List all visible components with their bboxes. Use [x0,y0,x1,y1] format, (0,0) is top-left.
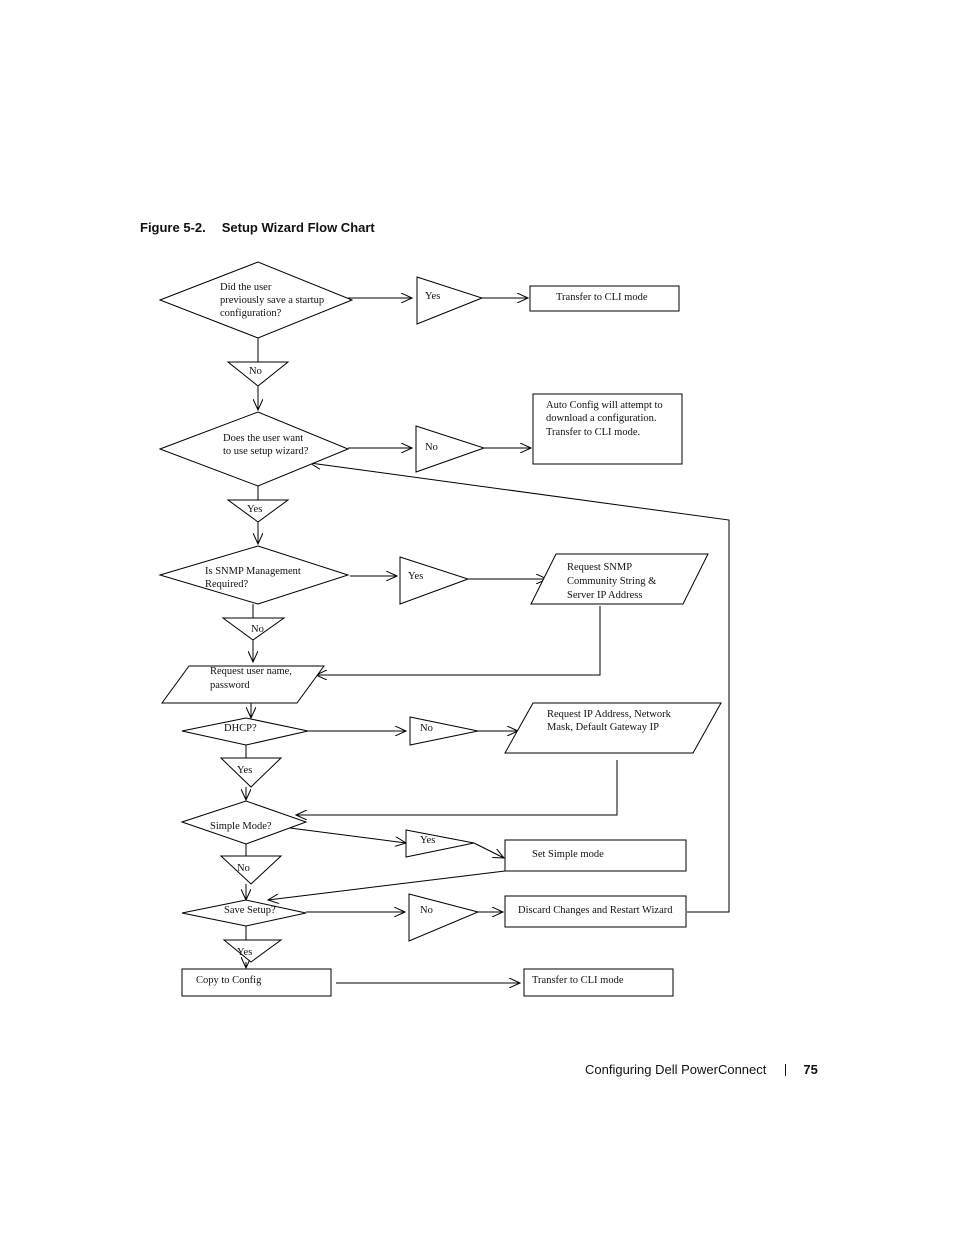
io-label-line: Request IP Address, Network [547,709,672,720]
branch-yes-simple-mode: Yes [405,829,475,858]
branch-label: No [251,624,264,635]
io-label-line: Server IP Address [567,590,642,601]
decision-label-line: Does the user want [223,433,303,444]
connector [310,463,730,913]
process-auto-config: Auto Config will attempt to download a c… [532,393,683,465]
decision-label-line: DHCP? [224,723,257,734]
process-label-line: Transfer to CLI mode [556,292,648,303]
branch-label: No [420,723,433,734]
branch-yes-previous-config: Yes [416,276,484,325]
io-label-line: Mask, Default Gateway IP [547,722,659,733]
io-label-line: Request SNMP [567,562,632,573]
figure-title: Setup Wizard Flow Chart [221,220,375,235]
decision-dhcp: DHCP? [181,717,309,746]
decision-save-setup: Save Setup? [181,899,307,927]
process-label-line: Transfer to CLI mode [532,975,624,986]
branch-yes-save-setup: Yes [222,939,283,963]
io-label-line: password [210,680,250,691]
branch-yes-dhcp: Yes [219,757,283,788]
io-label-line: Request user name, [210,666,292,677]
io-request-snmp: Request SNMP Community String & Server I… [530,553,709,605]
process-discard-restart: Discard Changes and Restart Wizard [504,895,687,928]
branch-label: No [237,863,250,874]
connector [289,827,406,843]
process-copy-to-config: Copy to Config [181,968,332,997]
process-label-line: Copy to Config [196,975,262,986]
footer-divider [785,1064,787,1076]
decision-label-line: Required? [205,579,248,590]
branch-no-dhcp: No [409,716,479,746]
decision-previous-config: Did the user previously save a startup c… [158,261,354,339]
branch-label: No [249,366,262,377]
decision-label-line: Is SNMP Management [205,566,301,577]
footer-section-title: Configuring Dell PowerConnect [585,1062,767,1077]
branch-label: Yes [408,571,423,582]
branch-no-simple-mode: No [219,855,283,885]
branch-label: Yes [237,765,252,776]
process-transfer-cli-2: Transfer to CLI mode [523,968,674,997]
branch-no-setup-wizard: No [415,425,486,473]
io-request-ip: Request IP Address, Network Mask, Defaul… [504,702,722,754]
branch-yes-setup-wizard: Yes [226,499,290,523]
figure-caption: Figure 5-2. Setup Wizard Flow Chart [140,220,375,235]
branch-label: No [425,442,438,453]
page-number: 75 [803,1062,818,1077]
io-label-line: Community String & [567,576,656,587]
decision-simple-mode: Simple Mode? [180,800,308,845]
decision-use-setup-wizard: Does the user want to use setup wizard? [158,411,350,487]
branch-no-previous-config: No [226,361,290,387]
figure-number: Figure 5-2. [140,220,206,235]
connector-lines [246,298,730,983]
branch-label: Yes [420,835,435,846]
decision-snmp-required: Is SNMP Management Required? [158,545,350,605]
process-label-line: download a configuration. [546,413,657,424]
connector [316,606,601,675]
connector [296,760,618,815]
decision-label-line: to use setup wizard? [223,446,309,457]
decision-label-line: Save Setup? [224,905,276,916]
page-footer: Configuring Dell PowerConnect 75 [585,1062,818,1077]
decision-label-line: Simple Mode? [210,821,272,832]
decision-label-line: Did the user [220,282,272,293]
decision-label-line: previously save a startup [220,295,324,306]
process-label-line: Auto Config will attempt to [546,400,663,411]
decision-label-line: configuration? [220,308,282,319]
branch-label: Yes [237,947,252,958]
branch-label: Yes [247,504,262,515]
branch-label: Yes [425,291,440,302]
branch-yes-snmp: Yes [399,556,470,605]
branch-no-save-setup: No [408,893,480,942]
io-request-username: Request user name, password [161,665,325,704]
process-transfer-cli-1: Transfer to CLI mode [529,285,680,312]
branch-no-snmp: No [221,617,286,641]
process-label-line: Set Simple mode [532,849,604,860]
process-label-line: Transfer to CLI mode. [546,427,640,438]
connector [473,842,504,858]
process-set-simple-mode: Set Simple mode [504,839,687,872]
process-label-line: Discard Changes and Restart Wizard [518,905,673,916]
connector [268,870,506,900]
branch-label: No [420,905,433,916]
